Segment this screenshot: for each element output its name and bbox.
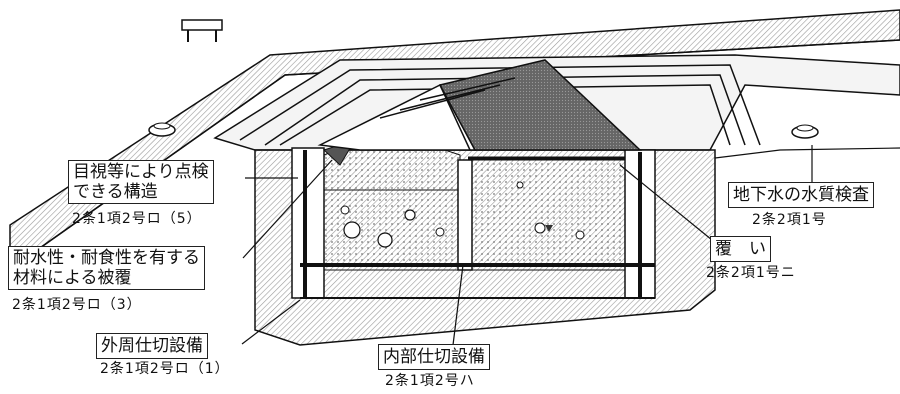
- leader-lines: [241, 145, 813, 346]
- inner-partition-clause: 2条1項2号ハ: [385, 373, 475, 389]
- cover-label: 覆 い: [710, 236, 771, 262]
- monitoring-well-right: [791, 124, 819, 139]
- coating-clause: 2条1項2号ロ（3）: [12, 297, 142, 313]
- groundwater-inspection-label: 地下水の水質検査: [728, 182, 874, 208]
- inner-partition-wall: [457, 159, 473, 271]
- visual-inspection-label: 目視等により点検 できる構造: [68, 160, 214, 204]
- boundary-marker: [181, 19, 223, 42]
- visual-inspection-clause: 2条1項2号ロ（5）: [72, 211, 202, 227]
- outer-partition-clause: 2条1項2号ロ（1）: [100, 361, 230, 377]
- coating-label: 耐水性・耐食性を有する 材料による被覆: [8, 246, 205, 290]
- groundwater-inspection-clause: 2条2項1号: [752, 212, 827, 228]
- coating-line2: 材料による被覆: [13, 268, 132, 288]
- liner-bottom: [300, 263, 655, 299]
- coating-line1: 耐水性・耐食性を有する: [13, 248, 200, 268]
- visual-inspection-line2: できる構造: [73, 182, 158, 202]
- left-cell-waste: [323, 139, 461, 271]
- visual-inspection-line1: 目視等により点検: [73, 162, 209, 182]
- monitoring-well-left: [148, 122, 176, 137]
- cover-roof: [317, 59, 642, 160]
- outer-partition-label: 外周仕切設備: [96, 333, 208, 359]
- inner-partition-label: 内部仕切設備: [378, 344, 490, 370]
- right-cell-waste: [471, 159, 626, 271]
- cover-clause: 2条2項1号ニ: [706, 265, 796, 281]
